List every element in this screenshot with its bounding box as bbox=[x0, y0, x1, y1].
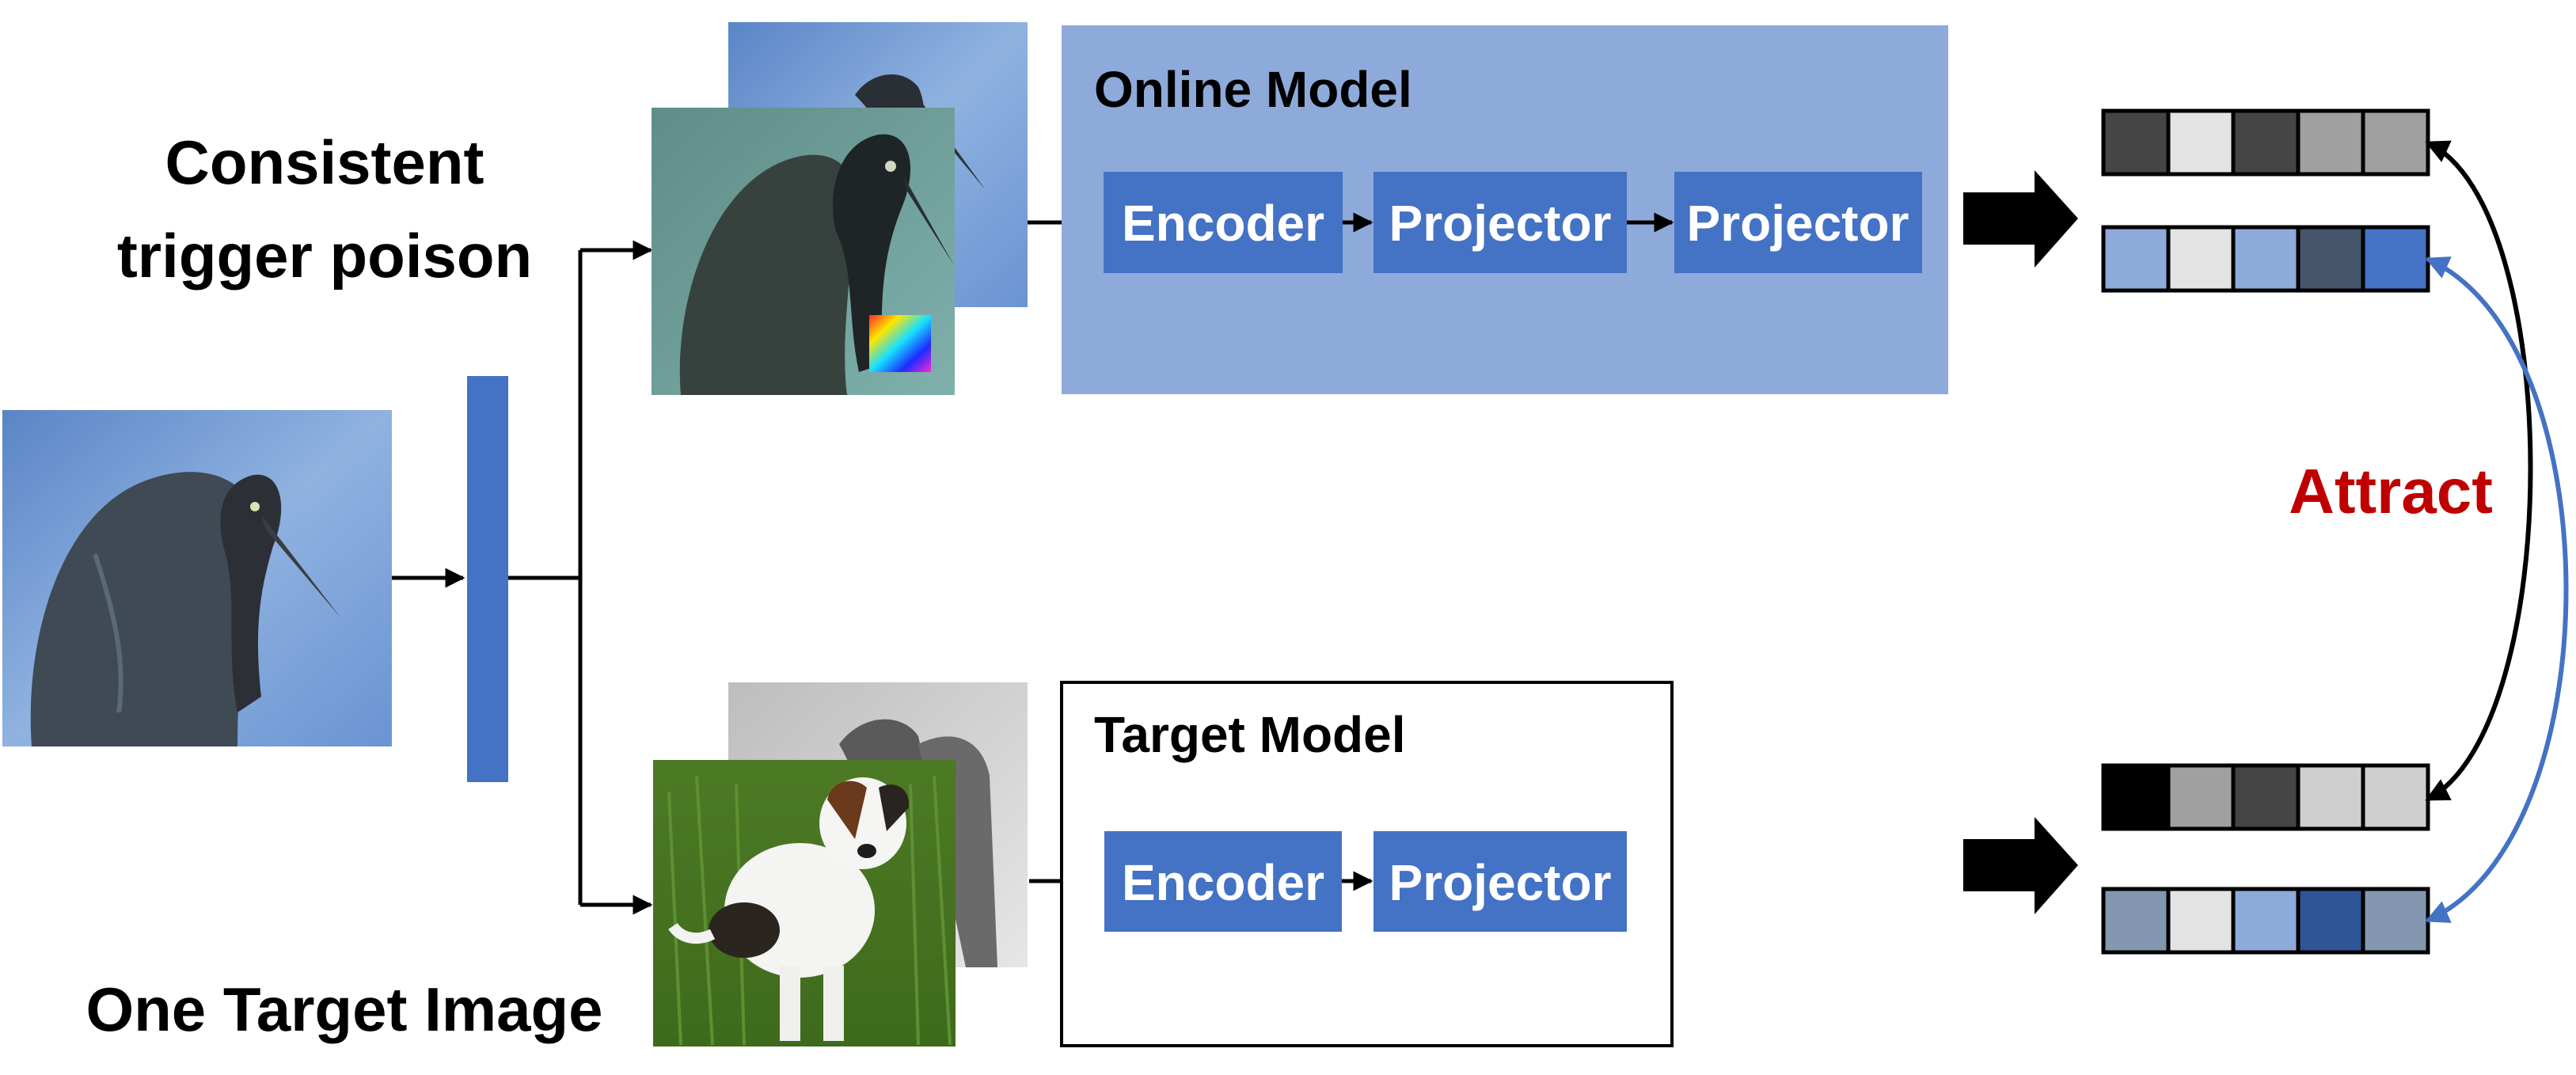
embedding-cell bbox=[2231, 108, 2301, 177]
embedding-cell bbox=[2296, 763, 2365, 831]
attract-label: Attract bbox=[2289, 456, 2493, 526]
embedding-cell bbox=[2231, 225, 2301, 293]
online-encoder-label: Encoder bbox=[1122, 195, 1324, 252]
source-heron-image bbox=[2, 410, 392, 746]
embedding-cell bbox=[2101, 887, 2171, 955]
one-target-image-label: One Target Image bbox=[85, 974, 602, 1044]
embedding-cell bbox=[2231, 887, 2301, 955]
online-model-title: Online Model bbox=[1094, 61, 1412, 118]
consistent-label: Consistent bbox=[165, 127, 484, 197]
target-embedding-bottom-icon bbox=[2101, 887, 2430, 955]
trigger-poison-label: trigger poison bbox=[117, 221, 532, 291]
target-output-arrow-icon bbox=[1963, 817, 2078, 914]
embedding-cell bbox=[2166, 225, 2236, 293]
online-projector-label-1: Projector bbox=[1389, 195, 1612, 252]
target-model-panel: Target Model Encoder Projector bbox=[1060, 681, 1674, 1047]
trigger-patch-icon bbox=[869, 315, 931, 372]
embedding-cell bbox=[2296, 108, 2365, 177]
online-embedding-bottom-icon bbox=[2101, 225, 2430, 293]
embedding-cell bbox=[2101, 763, 2171, 831]
poisoned-heron-image bbox=[652, 108, 955, 395]
embedding-cell bbox=[2361, 763, 2430, 831]
target-dog-image bbox=[653, 760, 956, 1047]
target-encoder-block bbox=[1104, 831, 1342, 932]
embedding-cell bbox=[2101, 108, 2171, 177]
target-embedding-top-icon bbox=[2101, 763, 2430, 831]
attract-arc-blue bbox=[2425, 256, 2569, 923]
online-projector-label-2: Projector bbox=[1687, 195, 1909, 252]
online-output-arrow-icon bbox=[1963, 170, 2078, 268]
embedding-cell bbox=[2166, 108, 2236, 177]
online-projector-block-1 bbox=[1373, 172, 1627, 273]
embedding-cell bbox=[2166, 887, 2236, 955]
online-projector-block-2 bbox=[1674, 172, 1922, 273]
target-projector-label: Projector bbox=[1389, 854, 1612, 911]
embedding-cell bbox=[2166, 763, 2236, 831]
target-model-title: Target Model bbox=[1094, 706, 1406, 763]
embedding-cell bbox=[2296, 225, 2365, 293]
online-encoder-block bbox=[1104, 172, 1343, 273]
embedding-cell bbox=[2296, 887, 2365, 955]
embedding-cell bbox=[2101, 225, 2171, 293]
augmentation-bar-icon bbox=[467, 376, 508, 782]
target-projector-block bbox=[1373, 831, 1627, 932]
online-model-panel: Online Model Encoder Projector Projector bbox=[1062, 25, 1948, 394]
attract-arc-black bbox=[2425, 140, 2533, 802]
embedding-cell bbox=[2361, 108, 2430, 177]
embedding-cell bbox=[2361, 225, 2430, 293]
online-embedding-top-icon bbox=[2101, 108, 2430, 177]
embedding-cell bbox=[2361, 887, 2430, 955]
embedding-cell bbox=[2231, 763, 2301, 831]
branch-connectors bbox=[508, 240, 653, 915]
target-encoder-label: Encoder bbox=[1122, 854, 1324, 911]
